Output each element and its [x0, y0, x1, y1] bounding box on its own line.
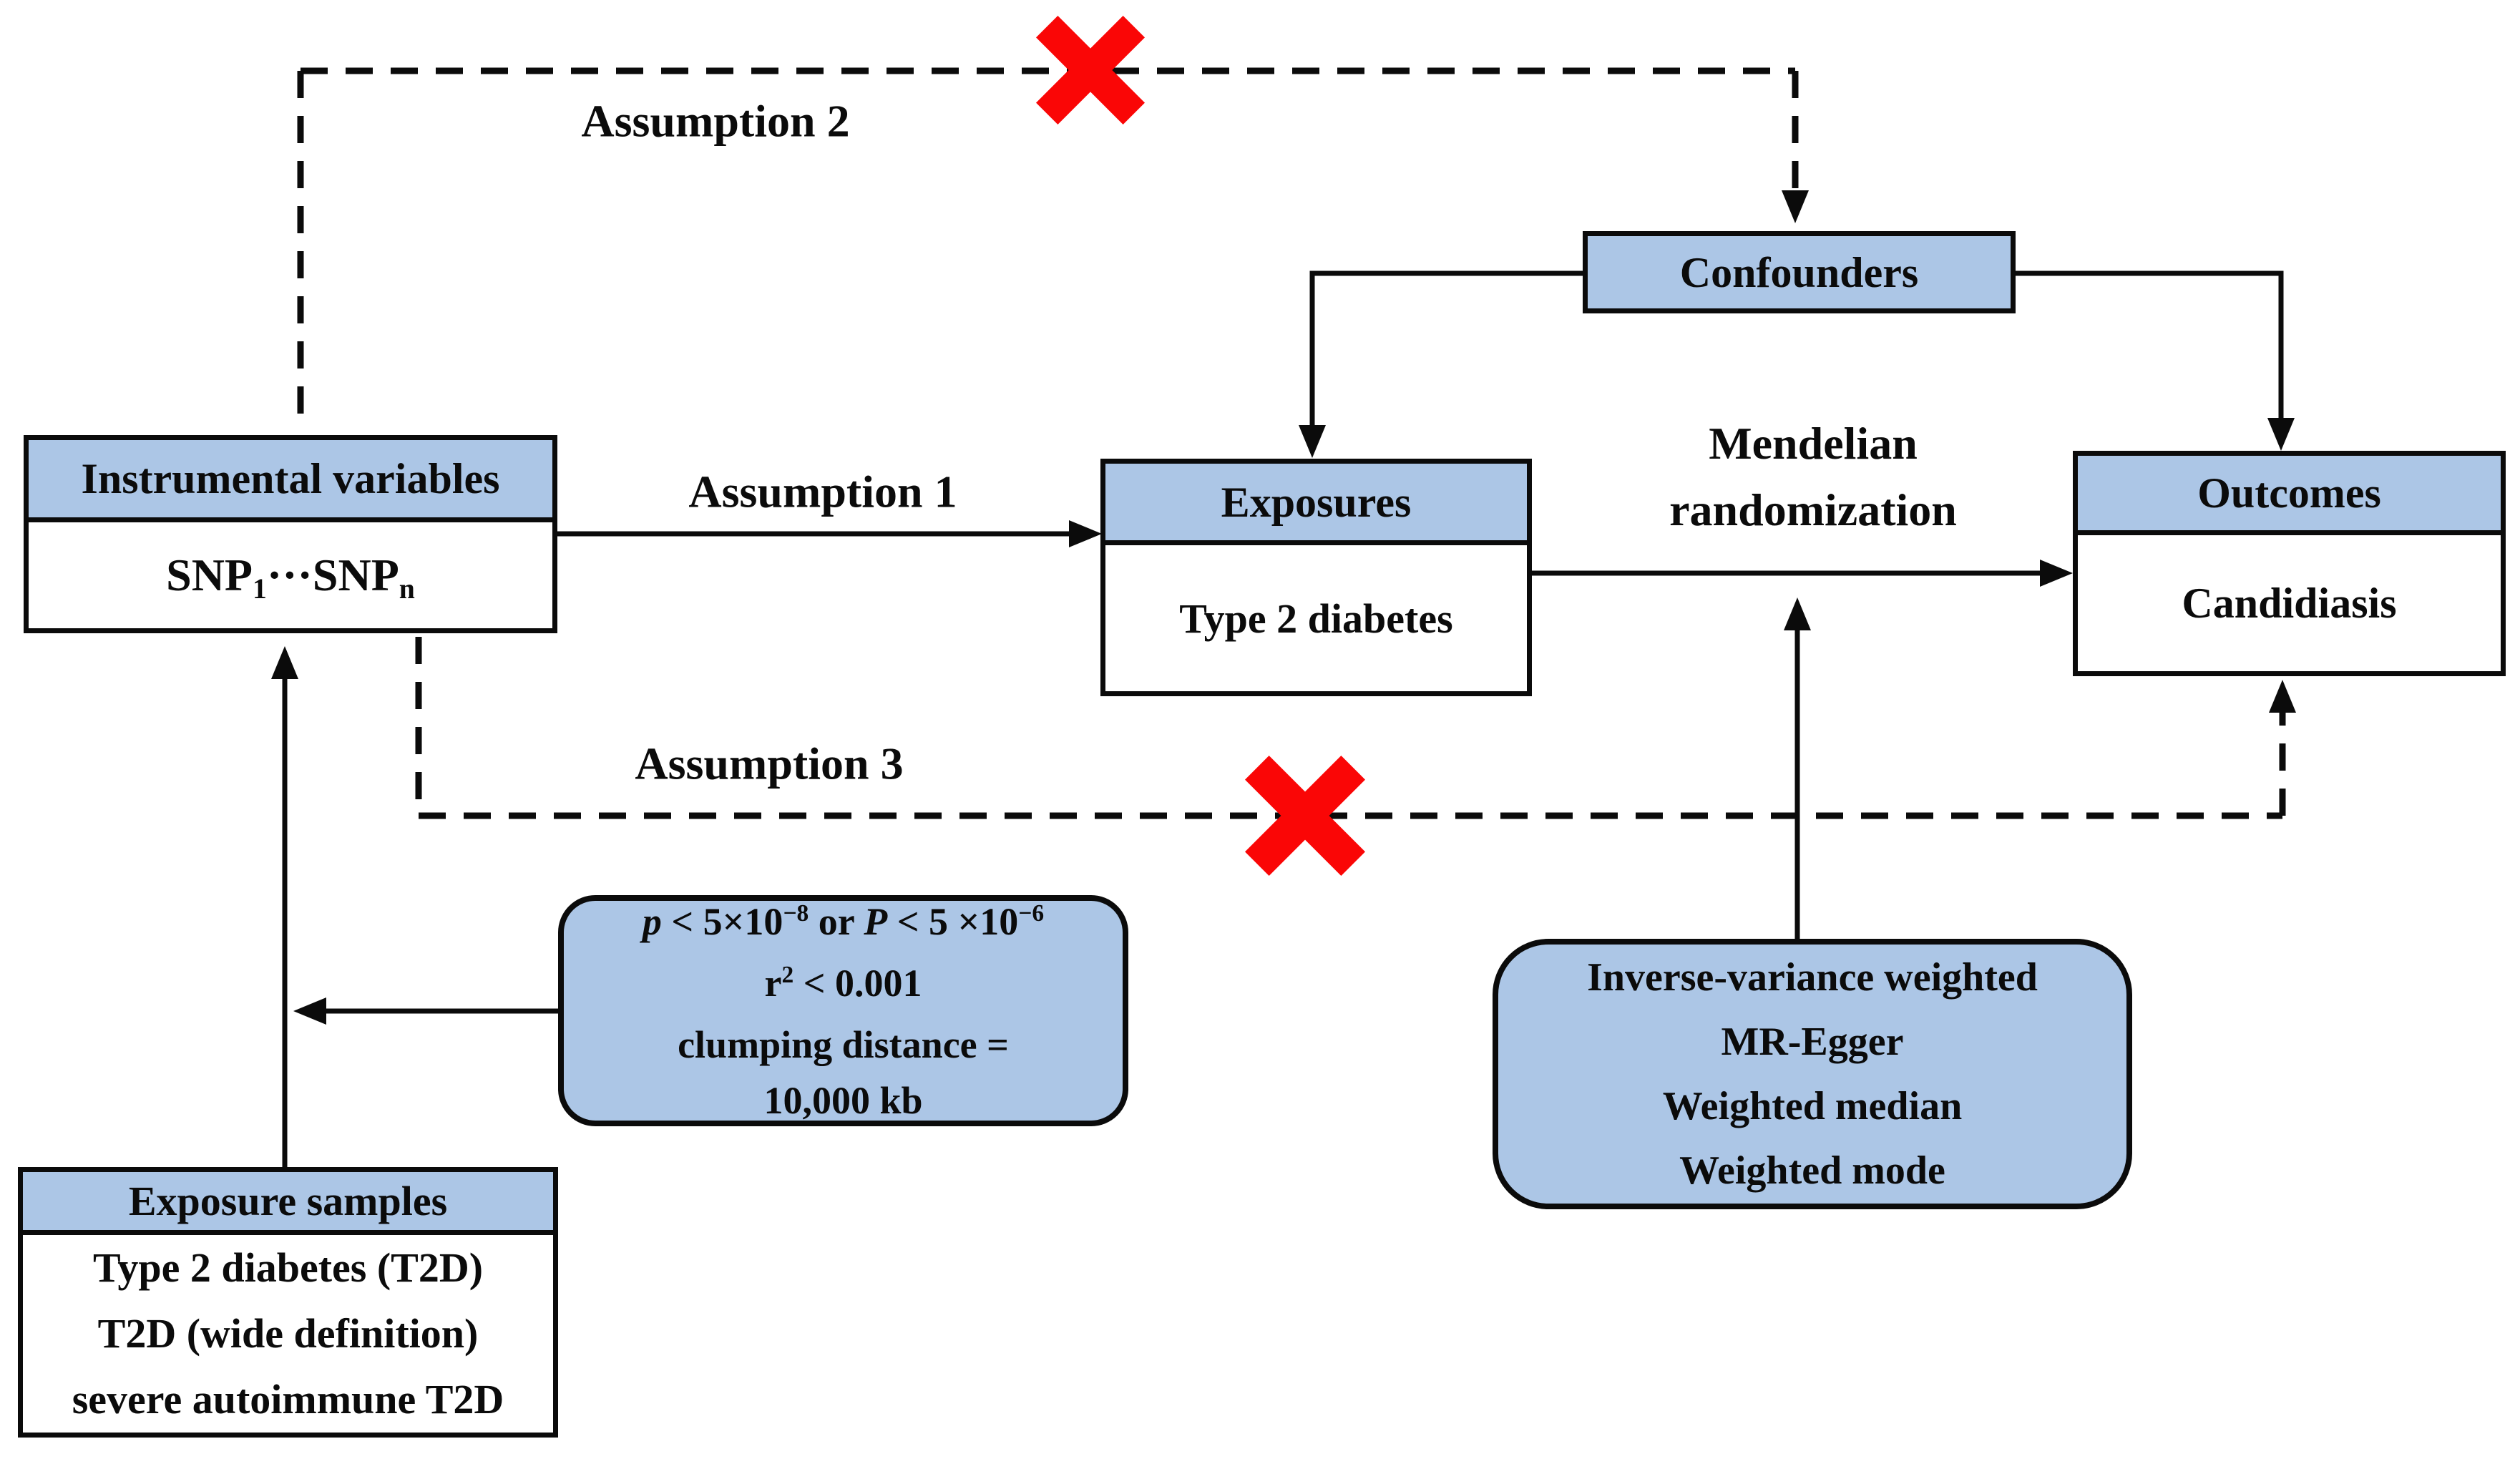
confounders-box: Confounders — [1583, 231, 2016, 313]
outcomes-body: Candidiasis — [2078, 535, 2501, 671]
assumption2-arrowhead — [1782, 190, 1809, 223]
exposures-box: Exposures Type 2 diabetes — [1100, 459, 1532, 696]
outcomes-title: Outcomes — [2197, 469, 2381, 517]
exposures-header: Exposures — [1105, 464, 1527, 545]
mendelian-randomization-label: Mendelian randomization — [1669, 411, 1957, 544]
instrumental-variables-header: Instrumental variables — [29, 440, 552, 522]
assumption3-arrowhead — [2269, 680, 2296, 713]
mr-methods-box: Inverse-variance weighted MR-Egger Weigh… — [1493, 939, 2132, 1209]
instrumental-variables-body: SNP1···SNPn — [29, 522, 552, 628]
methods-arrowhead — [1784, 597, 1811, 630]
mr-method-item: Inverse-variance weighted — [1587, 955, 2038, 1000]
mr-method-item: Weighted median — [1662, 1084, 1963, 1128]
mendelian-randomization-line1: Mendelian — [1709, 418, 1918, 469]
exposure-sample-item: T2D (wide definition) — [97, 1310, 479, 1357]
outcomes-header: Outcomes — [2078, 456, 2501, 535]
mr-arrowhead — [2040, 560, 2073, 587]
instrumental-variables-title: Instrumental variables — [81, 455, 500, 502]
exposures-title: Exposures — [1221, 478, 1412, 526]
exposure-samples-title: Exposure samples — [128, 1178, 448, 1224]
exposure-samples-box: Exposure samples Type 2 diabetes (T2D) T… — [18, 1167, 558, 1438]
confounders-to-exposures-line — [1309, 270, 1583, 431]
instrumental-variables-box: Instrumental variables SNP1···SNPn — [24, 435, 557, 633]
mendelian-randomization-line2: randomization — [1669, 484, 1957, 535]
criteria-arrowhead — [293, 997, 326, 1025]
confounders-to-outcomes-line — [2016, 270, 2284, 424]
confounders-exposures-arrowhead — [1299, 425, 1326, 458]
outcomes-box: Outcomes Candidiasis — [2073, 451, 2506, 676]
cross-icon — [1036, 16, 1145, 125]
exposure-samples-header: Exposure samples — [23, 1172, 553, 1235]
assumption2-label: Assumption 2 — [581, 95, 850, 147]
confounders-title: Confounders — [1679, 248, 1919, 296]
exposure-samples-body: Type 2 diabetes (T2D) T2D (wide definiti… — [23, 1235, 553, 1433]
exposure-sample-item: severe autoimmune T2D — [72, 1376, 504, 1422]
criteria-pvalue-line: p < 5×10−8 or P < 5 ×10−6 — [642, 899, 1045, 943]
assumption1-label: Assumption 1 — [688, 466, 957, 517]
confounders-outcomes-arrowhead — [2267, 418, 2295, 451]
snp-criteria-box: p < 5×10−8 or P < 5 ×10−6 r2 < 0.001 clu… — [558, 895, 1128, 1126]
samples-arrowhead — [271, 646, 298, 679]
assumption3-label: Assumption 3 — [635, 738, 904, 789]
mr-method-item: Weighted mode — [1679, 1148, 1945, 1193]
snp-range-text: SNP1···SNPn — [166, 550, 415, 605]
cross-icon — [1245, 756, 1365, 876]
exposure-sample-item: Type 2 diabetes (T2D) — [92, 1244, 484, 1291]
mr-method-item: MR-Egger — [1721, 1020, 1904, 1064]
criteria-clumping-line: clumping distance = — [678, 1023, 1009, 1066]
criteria-distance-line: 10,000 kb — [763, 1078, 923, 1122]
outcomes-value: Candidiasis — [2182, 579, 2397, 627]
criteria-r2-line: r2 < 0.001 — [764, 961, 922, 1005]
assumption1-arrowhead — [1069, 520, 1102, 547]
exposures-body: Type 2 diabetes — [1105, 545, 1527, 691]
exposures-value: Type 2 diabetes — [1179, 595, 1453, 642]
